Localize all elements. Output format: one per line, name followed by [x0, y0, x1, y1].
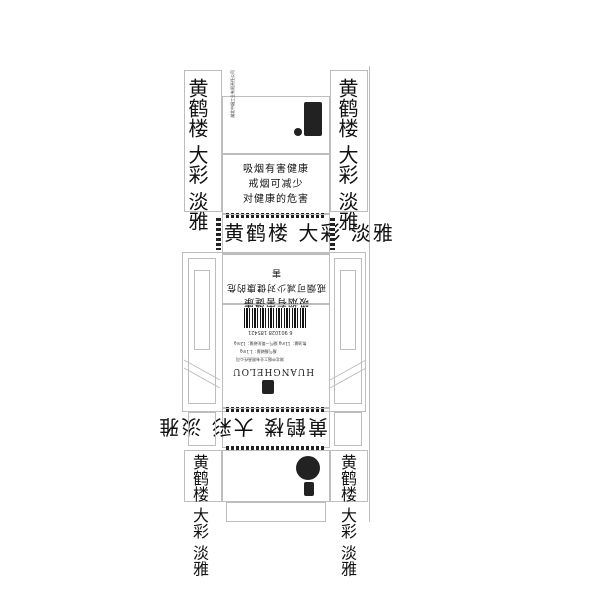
right-bottom-flap-calligraphy: 黄鹤楼 大彩 淡雅: [338, 454, 357, 577]
warning-line-3: 对健康的危害: [243, 194, 309, 205]
dash-col-left: [216, 218, 221, 250]
barcode: [244, 308, 306, 328]
dash-row-3: [226, 446, 324, 451]
warning-line-2: 戒烟可减少: [248, 179, 304, 190]
left-top-flap: [184, 70, 222, 212]
middle-right-inner: [340, 270, 356, 350]
frame-right-line: [369, 66, 370, 522]
dash-col-right: [330, 218, 335, 250]
bottom-glue-tab: [226, 502, 326, 522]
front-calligraphy-panel: [222, 214, 330, 254]
fold-line-right-1: [329, 359, 367, 381]
fold-line-left-1: [183, 359, 221, 381]
bottom-emblem: [296, 456, 320, 480]
bottom-panel: [222, 450, 330, 502]
warning-line-1: 吸烟有害健康: [243, 164, 309, 175]
dash-row-2: [226, 407, 324, 412]
front-warning-text: 吸烟有害健康 戒烟可减少 对健康的危害: [222, 162, 330, 207]
back-warning-panel: [222, 254, 330, 304]
front-calligraphy-text: 黄鹤楼 大彩 淡雅: [224, 221, 395, 245]
top-panel-emblem: [294, 128, 302, 136]
top-panel-logo: [304, 102, 322, 136]
left-bottom-flap: [184, 450, 222, 502]
right-top-flap-calligraphy: 黄鹤楼 大彩 淡雅: [335, 78, 359, 231]
right-top-flap: [330, 70, 368, 212]
lower-left-small-box: [188, 412, 216, 446]
left-bottom-flap-calligraphy: 黄鹤楼 大彩 淡雅: [190, 454, 209, 577]
middle-right-slot: [334, 258, 362, 404]
right-bottom-flap: [330, 450, 368, 502]
top-panel: [222, 96, 330, 154]
left-top-flap-calligraphy: 黄鹤楼 大彩 淡雅: [185, 78, 209, 231]
lower-right-small-box: [334, 412, 362, 446]
fold-line-right-2: [329, 367, 367, 389]
lower-calligraphy-text: 黄鹤楼 大彩 淡雅: [157, 415, 328, 439]
fold-line-left-2: [183, 367, 221, 389]
back-logo: [262, 380, 274, 394]
middle-left-inner: [194, 270, 210, 350]
dash-row-1: [226, 213, 324, 218]
bottom-logo: [304, 482, 314, 496]
middle-left-slot: [188, 258, 216, 404]
